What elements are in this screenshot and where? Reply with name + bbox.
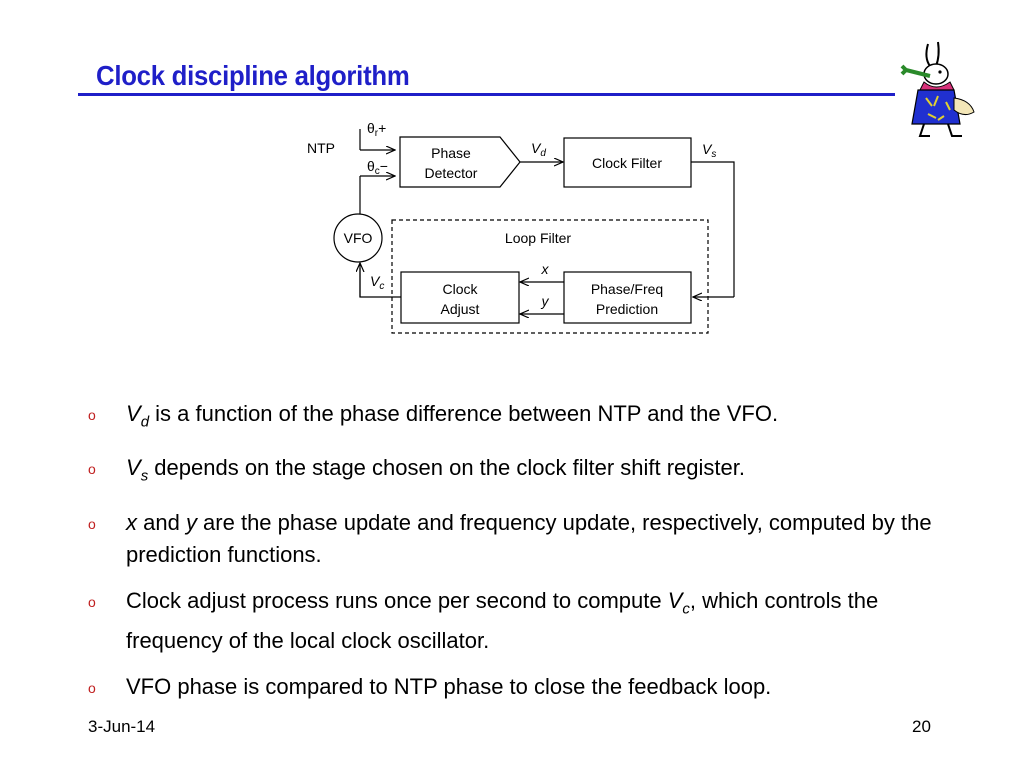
bullet-text: and [137, 509, 186, 535]
loop-filter-label: Loop Filter [505, 230, 571, 246]
bullet-text: is a function of the phase difference be… [149, 401, 779, 426]
prediction-label-2: Prediction [596, 301, 658, 317]
bullet-var: V [126, 455, 141, 481]
vs-label: Vs [702, 141, 716, 160]
bullet-marker: o [88, 407, 96, 423]
vfo-circle [333, 213, 383, 263]
phase-detector-label-1: Phase [431, 145, 471, 161]
loop-filter-box [391, 219, 709, 334]
vd-label: Vd [531, 140, 546, 159]
footer-date: 3-Jun-14 [88, 717, 156, 736]
bullet-list: o Vd is a function of the phase differen… [88, 398, 968, 717]
phase-detector-label-2: Detector [425, 165, 478, 181]
x-label: x [541, 261, 550, 277]
bullet-marker: o [88, 461, 96, 478]
page-number: 20 [912, 717, 931, 736]
bullet-item: o VFO phase is compared to NTP phase to … [88, 671, 968, 703]
phase-detector-block [399, 136, 521, 188]
prediction-label-1: Phase/Freq [591, 281, 663, 297]
bullet-var: x [126, 509, 137, 535]
bullet-var: V [126, 401, 141, 426]
ntp-label: NTP [307, 140, 335, 156]
bullet-text: depends on the stage chosen on the clock… [148, 455, 745, 481]
bullet-text: VFO phase is compared to NTP phase to cl… [126, 674, 772, 700]
prediction-block [563, 271, 692, 324]
bullet-text: Clock adjust process runs once per secon… [126, 587, 668, 613]
block-diagram: NTP θr+ θc− Phase Detector Vd Clock Filt… [307, 120, 735, 334]
bullet-sub: c [682, 600, 690, 618]
bullet-marker: o [88, 680, 96, 697]
clock-adjust-label-1: Clock [442, 281, 478, 297]
slide-title: Clock discipline algorithm [96, 60, 410, 91]
bullet-text: , which controls the frequency of the lo… [126, 587, 879, 654]
bullet-item: o Vd is a function of the phase differen… [88, 398, 968, 438]
bullet-marker: o [88, 515, 96, 532]
theta-r-label: θr+ [367, 120, 386, 139]
bullet-item: o Clock adjust process runs once per sec… [88, 585, 968, 657]
y-label: y [541, 293, 550, 309]
clock-filter-block [563, 137, 692, 188]
bullet-sub: d [140, 413, 150, 431]
white-rabbit-icon [900, 41, 975, 137]
title-underline [78, 93, 895, 96]
bullet-sub: s [140, 467, 149, 485]
bullet-var: y [185, 509, 197, 535]
bullet-item: o Vs depends on the stage chosen on the … [88, 452, 968, 492]
bullet-text: are the phase update and frequency updat… [126, 509, 932, 567]
clock-adjust-block [400, 271, 520, 324]
vc-label: Vc [370, 273, 384, 292]
clock-filter-label: Clock Filter [592, 155, 662, 171]
clock-adjust-label-2: Adjust [441, 301, 480, 317]
bullet-item: o x and y are the phase update and frequ… [88, 507, 968, 571]
theta-c-label: θc− [367, 158, 388, 177]
vfo-label: VFO [344, 230, 373, 246]
bullet-marker: o [88, 593, 96, 610]
bullet-var: V [667, 587, 683, 613]
